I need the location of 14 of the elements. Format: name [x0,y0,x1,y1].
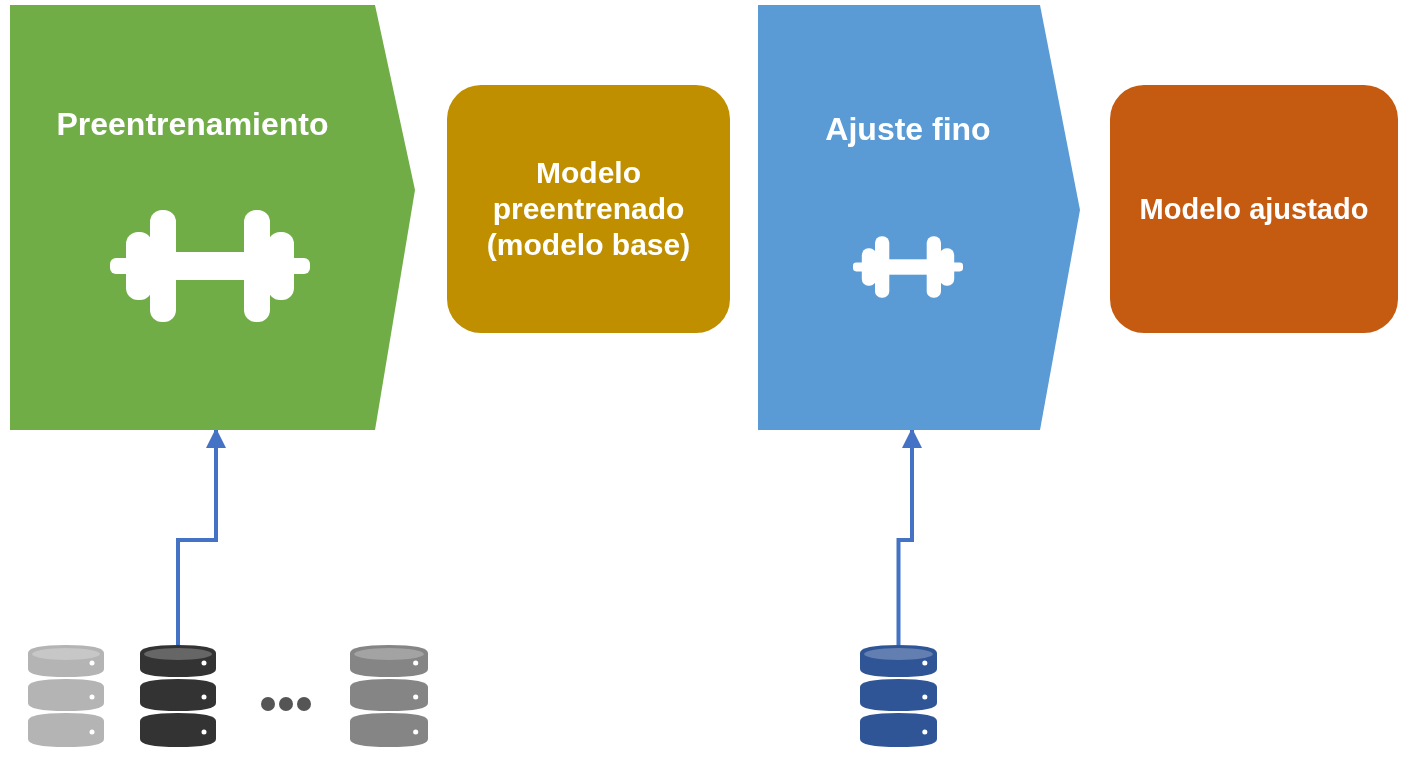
chevron-box [758,5,1080,430]
rounded-box [1110,85,1398,333]
database-cylinder [140,645,216,747]
node-title: Preentrenamiento [55,105,330,144]
arrow [896,428,922,645]
node-title: Ajuste fino [824,110,992,149]
chevron-box [10,5,415,430]
node-title: Modelo ajustado [1138,191,1370,227]
database-cylinder [28,645,104,747]
rounded-box [447,85,730,333]
database-cylinder [350,645,428,747]
arrow [176,428,226,645]
database-cylinder [860,645,937,747]
node-title: Modelo preentrenado (modelo base) [485,155,692,263]
